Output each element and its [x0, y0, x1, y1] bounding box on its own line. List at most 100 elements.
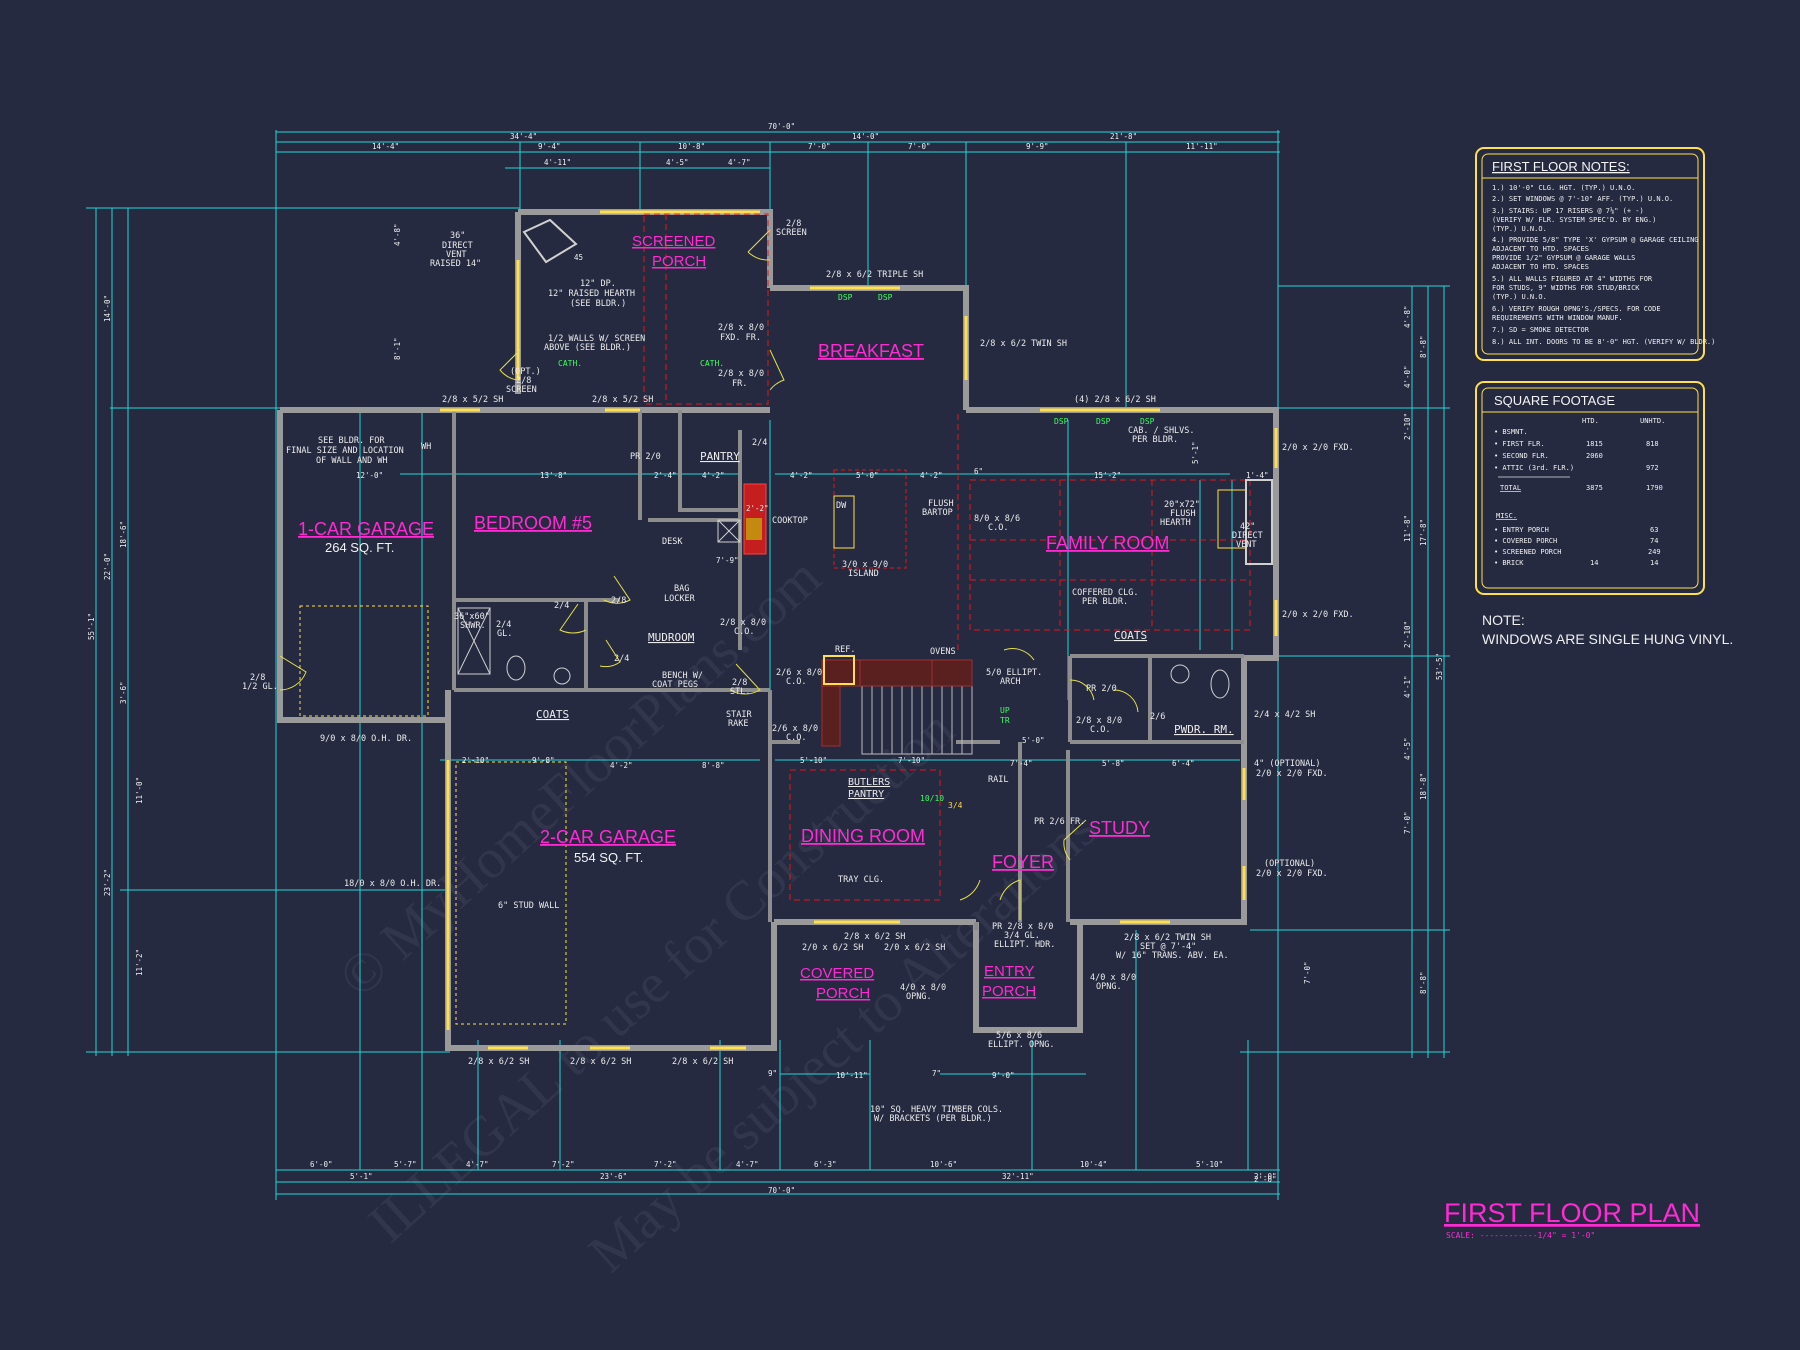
label-pr-28-2: 3/4 GL. [1004, 931, 1040, 941]
label-direct-vent-2: DIRECT [442, 241, 473, 251]
label-door-24-a: 2/4 [554, 601, 569, 611]
dim-int-24: 2'-0" [1254, 1175, 1277, 1184]
dim-left-2: 4'-8" [393, 223, 402, 246]
room-covered-porch-line2: PORCH [816, 985, 870, 1002]
label-flush-hearth-2: FLUSH [1170, 509, 1196, 519]
label-stair-rake-1: STAIR [726, 710, 752, 720]
dim-bottom-5: 4'-7" [736, 1160, 759, 1169]
dim-int-2: 4'-2" [790, 471, 813, 480]
dim-bottom-6: 6'-3" [814, 1160, 837, 1169]
dim-left-5: 55'-1" [87, 613, 96, 640]
label-opt-screen-1: (OPT.) [510, 367, 541, 377]
label-flush-bartop-1: FLUSH [928, 499, 954, 509]
label-door-26: 2/6 [1150, 712, 1165, 722]
label-hearth-3: (SEE BLDR.) [570, 299, 626, 309]
dim-left-6: 3'-6" [119, 681, 128, 704]
sqft-misc-3-label: • BRICK [1494, 559, 1524, 567]
room-dining-room: DINING ROOM [801, 826, 925, 846]
dim-int-11: 8'-8" [702, 761, 725, 770]
sqft-col-htd: HTD. [1582, 417, 1599, 425]
label-co-2810-1: 2/8 x 8/0 [720, 618, 766, 628]
dim-int-20: 6" [974, 467, 983, 476]
label-gl-12-2: 1/2 GL. [242, 682, 278, 692]
label-pr-20: PR 2/0 [630, 452, 661, 462]
label-gl-24-2: GL. [497, 629, 512, 639]
dim-bottom-12: 32'-11" [1002, 1172, 1034, 1181]
sqft-title: SQUARE FOOTAGE [1494, 393, 1615, 408]
label-opt-screen-2: 2/8 [516, 376, 531, 386]
dim-int-18: 10'-11" [836, 1071, 868, 1080]
sqft-total-unhtd: 1790 [1646, 484, 1663, 492]
label-co-2810-b-1: 2/8 x 8/0 [1076, 716, 1122, 726]
dim-top-11: 4'-11" [544, 158, 571, 167]
label-flush-hearth-3: HEARTH [1160, 518, 1191, 528]
dim-int-13: 7'-10" [898, 756, 925, 765]
dim-bottom-14: 70'-0" [768, 1186, 795, 1195]
dim-bottom-11: 23'-6" [600, 1172, 627, 1181]
sqft-total-label: TOTAL [1500, 484, 1521, 492]
room-screened-porch-line2: PORCH [652, 253, 706, 270]
dim-top-7: 7'-0" [808, 142, 831, 151]
dim-left-1: 8'-1" [393, 337, 402, 360]
label-garage-sh-1: 2/8 x 6/2 SH [468, 1057, 529, 1067]
dim-right-6: 17'-8" [1419, 519, 1428, 546]
dim-left-3: 18'-6" [119, 521, 128, 548]
dim-bottom-4: 7'-2" [654, 1160, 677, 1169]
sqft-row-1-label: • FIRST FLR. [1494, 440, 1545, 448]
dim-top-6: 10'-8" [678, 142, 705, 151]
annotations: 36" DIRECT VENT RAISED 14" 45 12" DP. 12… [242, 219, 1354, 1124]
room-foyer: FOYER [992, 852, 1054, 872]
dim-bottom-13: 2'-0" [1254, 1172, 1277, 1181]
label-45: 45 [574, 253, 583, 262]
dim-int-26: 1'-4" [1246, 471, 1269, 480]
room-butlers-pantry-line1: BUTLERS [848, 777, 890, 788]
note-line-0: 1.) 10'-0" CLG. HGT. (TYP.) U.N.O. [1492, 184, 1635, 192]
label-screen-door-1: 2/8 [786, 219, 801, 229]
dim-left-4: 22'-0" [103, 553, 112, 580]
dim-int-4: 4'-2" [920, 471, 943, 480]
sqft-misc-2-unhtd: 249 [1648, 548, 1661, 556]
dim-right-8: 4'-1" [1403, 675, 1412, 698]
dim-right-11: 18'-8" [1419, 773, 1428, 800]
dim-right-7: 2'-10" [1403, 621, 1412, 648]
label-dsp-1: DSP [838, 293, 853, 302]
label-hearth-2: 12" RAISED HEARTH [548, 289, 635, 299]
label-co-2810-b-2: C.O. [1090, 725, 1110, 735]
room-entry-porch-line2: PORCH [982, 983, 1036, 1000]
label-ellipt-opng-1: 5/6 x 8/6 [996, 1031, 1042, 1041]
label-desk: DESK [662, 537, 683, 547]
dim-int-1: 13'-8" [540, 471, 567, 480]
dim-int-19: 9'-0" [992, 1071, 1015, 1080]
label-timber-2: W/ BRACKETS (PER BLDR.) [874, 1114, 992, 1124]
label-bag-locker-1: BAG [674, 584, 689, 594]
sqft-misc-2-label: • SCREENED PORCH [1494, 548, 1561, 556]
label-dining-sh-2: 2/0 x 6/2 SH [802, 943, 863, 953]
dim-int-21: 9" [768, 1069, 777, 1078]
label-ovens: OVENS [930, 647, 956, 657]
label-up: UP [1000, 706, 1010, 715]
title-block: FIRST FLOOR PLAN SCALE: ------------1/4"… [1444, 1198, 1700, 1240]
dim-right-9: 4'-5" [1403, 737, 1412, 760]
dim-int-23: 2'-10" [462, 756, 489, 765]
dim-int-7: 2'-2" [746, 504, 769, 513]
sqft-total-htd: 3875 [1586, 484, 1603, 492]
label-hearth-1: 12" DP. [580, 279, 616, 289]
bath-fixtures [457, 607, 1230, 699]
label-dsp-5: DSP [1140, 417, 1155, 426]
label-opng-2-1: 4/0 x 8/0 [1090, 973, 1136, 983]
dim-top-4: 14'-4" [372, 142, 399, 151]
dim-int-9: 9'-8" [532, 756, 555, 765]
label-four-sh: (4) 2/8 x 6/2 SH [1074, 395, 1156, 405]
sqft-misc-3-unhtd: 14 [1650, 559, 1658, 567]
room-2-car-garage: 2-CAR GARAGE [540, 827, 676, 847]
dim-bottom-0: 6'-0" [310, 1160, 333, 1169]
label-triple-sh: 2/8 x 6/2 TRIPLE SH [826, 270, 923, 280]
label-coffered-1: COFFERED CLG. [1072, 588, 1139, 598]
label-fr-1: 2/8 x 8/0 [718, 369, 764, 379]
note-title: NOTE: [1482, 612, 1525, 628]
dim-right-5: 11'-8" [1403, 515, 1412, 542]
dim-bottom-8: 10'-4" [1080, 1160, 1107, 1169]
sqft-row-0-label: • BSMNT. [1494, 428, 1528, 436]
dim-top-3: 21'-8" [1110, 132, 1137, 141]
note-line-7: PROVIDE 1/2" GYPSUM @ GARAGE WALLS [1492, 254, 1635, 262]
